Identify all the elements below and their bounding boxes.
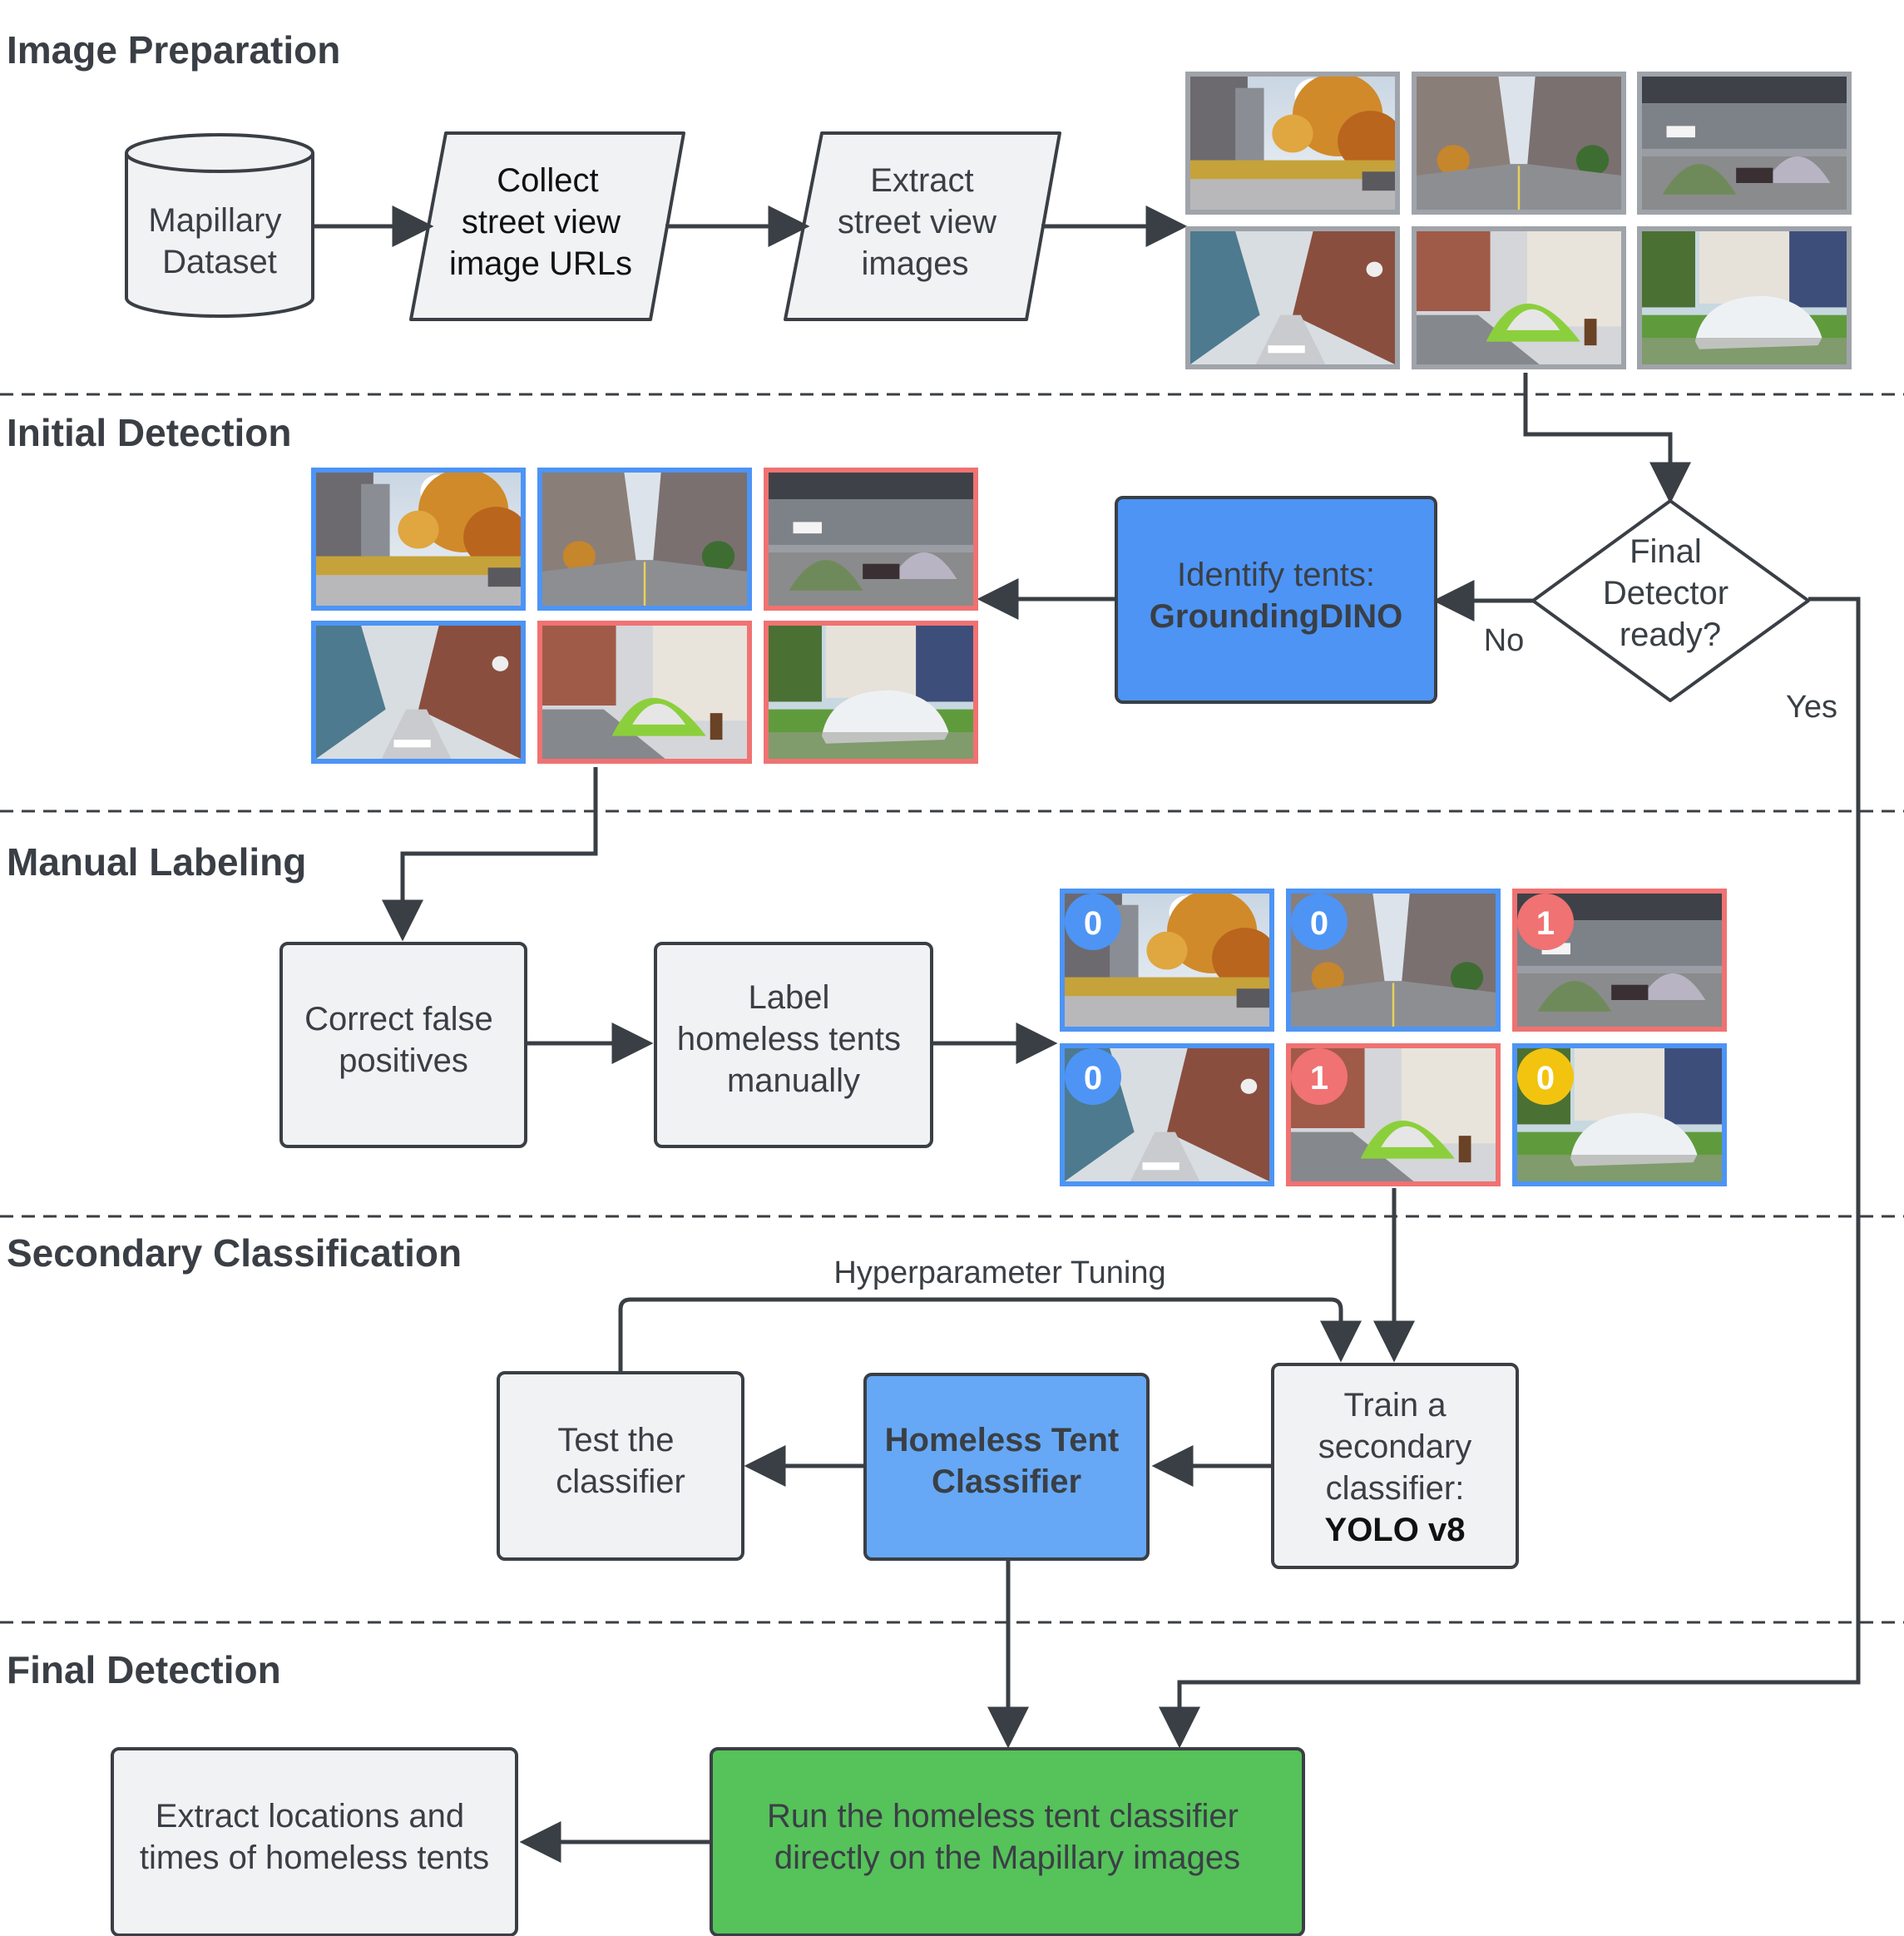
thumbnail-tent-under-overpass — [764, 468, 978, 611]
run-label-line: Run the homeless tent classifier — [767, 1798, 1239, 1834]
section-title-manual-labeling: Manual Labeling — [7, 840, 306, 884]
svg-text:Test the classifier: Test the classifier — [556, 1422, 685, 1500]
identify-tents-node: Identify tents: GroundingDINO — [1115, 496, 1437, 704]
thumbnail-covered-car — [1637, 226, 1852, 369]
svg-text:1: 1 — [1310, 1060, 1328, 1097]
arrow-images-to-decision — [1523, 373, 1691, 504]
svg-text:Final Detector rea: Final Detector ready? — [1603, 533, 1738, 653]
thumbnail-narrow-alley — [311, 621, 526, 764]
svg-text:Label homeless tents: Label homeless tents manually — [677, 979, 910, 1099]
test-label-line: Test the — [557, 1422, 674, 1458]
thumbnail-tent-under-overpass — [1637, 72, 1852, 215]
label-manual-line: homeless tents — [677, 1021, 901, 1057]
thumbnail-green-tent-sidewalk — [537, 621, 752, 764]
edge-label-yes: Yes — [1786, 690, 1837, 725]
thumbnail-autumn-street: 0 — [1060, 889, 1274, 1032]
section-title-initial-detection: Initial Detection — [7, 411, 291, 454]
decision-label-line: ready? — [1620, 616, 1721, 653]
label-manual-line: Label — [749, 979, 830, 1016]
edge-label-no: No — [1484, 623, 1525, 658]
label-manually-node: Label homeless tents manually — [654, 942, 933, 1148]
thumbnail-narrow-alley — [1185, 226, 1400, 369]
extract-images-label-line: street view — [838, 204, 997, 240]
correct-label-line: positives — [339, 1042, 468, 1079]
thumbnail-autumn-street — [311, 468, 526, 611]
arrow-hyperparameter-tuning — [618, 1297, 1362, 1371]
svg-text:0: 0 — [1084, 1060, 1102, 1097]
extract-images-node: Extract street view images — [784, 131, 1061, 321]
collect-label-line: image URLs — [449, 245, 632, 282]
final-detector-decision: Final Detector ready? — [1531, 499, 1810, 702]
label-badge: 1 — [1291, 1048, 1348, 1105]
classifier-label-line: Classifier — [932, 1463, 1081, 1500]
svg-text:Extract locations and ti: Extract locations and times of homeless … — [140, 1798, 489, 1876]
train-label-line: classifier: — [1326, 1470, 1465, 1507]
train-label-line-bold: YOLO v8 — [1325, 1512, 1466, 1548]
label-badge: 0 — [1517, 1048, 1574, 1105]
svg-text:Mapillary Dataset: Mapillary Dataset — [148, 202, 290, 280]
thumbnail-covered-car — [764, 621, 978, 764]
thumbnail-empty-avenue: 0 — [1286, 889, 1501, 1032]
run-label-line: directly on the Mapillary images — [774, 1839, 1240, 1876]
edge-label-tuning: Hyperparameter Tuning — [833, 1255, 1165, 1290]
section-title-secondary-classification: Secondary Classification — [7, 1231, 462, 1275]
thumbnail-tent-under-overpass: 1 — [1512, 889, 1727, 1032]
mapillary-label-line: Dataset — [162, 244, 277, 280]
arrow-yes — [1159, 597, 1861, 1749]
svg-text:Homeless Tent Classifier: Homeless Tent Classifier — [885, 1422, 1129, 1500]
thumbnail-empty-avenue — [537, 468, 752, 611]
svg-text:Correct false positives: Correct false positives — [304, 1001, 502, 1079]
label-badge: 1 — [1517, 894, 1574, 950]
detection-results-grid — [311, 468, 978, 764]
decision-label-line: Final — [1630, 533, 1702, 570]
identify-label-line-bold: GroundingDINO — [1150, 598, 1402, 635]
identify-label-line: Identify tents: — [1177, 557, 1375, 593]
extract-locations-node: Extract locations and times of homeless … — [111, 1747, 518, 1936]
thumbnail-green-tent-sidewalk: 1 — [1286, 1043, 1501, 1186]
svg-text:Collect street view: Collect street view image URLs — [449, 162, 632, 282]
label-manual-line: manually — [727, 1062, 860, 1099]
thumbnail-empty-avenue — [1412, 72, 1626, 215]
label-badge: 0 — [1065, 894, 1121, 950]
label-badge: 0 — [1065, 1048, 1121, 1105]
test-classifier-node: Test the classifier — [497, 1371, 744, 1561]
classifier-label-line: Homeless Tent — [885, 1422, 1120, 1458]
svg-text:0: 0 — [1536, 1060, 1555, 1097]
svg-text:0: 0 — [1310, 905, 1328, 942]
section-title-image-preparation: Image Preparation — [7, 28, 340, 72]
homeless-tent-classifier-node: Homeless Tent Classifier — [863, 1373, 1150, 1561]
thumbnail-green-tent-sidewalk — [1412, 226, 1626, 369]
run-classifier-node: Run the homeless tent classifier directl… — [710, 1747, 1305, 1936]
extracted-images-grid — [1185, 72, 1852, 369]
thumbnail-narrow-alley: 0 — [1060, 1043, 1274, 1186]
collect-urls-node: Collect street view image URLs — [409, 131, 685, 321]
correct-label-line: Correct false — [304, 1001, 493, 1037]
extract-locations-label-line: times of homeless tents — [140, 1839, 489, 1876]
label-badge: 0 — [1291, 894, 1348, 950]
svg-text:Run the homeless tent classifi: Run the homeless tent classifier directl… — [767, 1798, 1248, 1876]
extract-locations-label-line: Extract locations and — [156, 1798, 464, 1834]
train-label-line: Train a — [1343, 1387, 1447, 1424]
svg-text:1: 1 — [1536, 905, 1555, 942]
svg-text:Extract street view: Extract street view images — [838, 162, 1006, 282]
extract-images-label-line: Extract — [870, 162, 973, 199]
extract-images-label-line: images — [862, 245, 969, 282]
mapillary-dataset-node: Mapillary Dataset — [125, 133, 314, 318]
collect-label-line: street view — [462, 204, 621, 240]
labeled-images-grid: 0 0 1 0 1 0 — [1060, 889, 1727, 1186]
mapillary-label-line: Mapillary — [148, 202, 281, 239]
train-classifier-node: Train a secondary classifier: YOLO v8 — [1271, 1363, 1519, 1569]
section-title-final-detection: Final Detection — [7, 1648, 281, 1691]
decision-label-line: Detector — [1603, 575, 1728, 611]
test-label-line: classifier — [556, 1463, 685, 1500]
thumbnail-covered-car: 0 — [1512, 1043, 1727, 1186]
correct-false-positives-node: Correct false positives — [279, 942, 527, 1148]
train-label-line: secondary — [1318, 1428, 1472, 1465]
collect-label-line: Collect — [497, 162, 598, 199]
thumbnail-autumn-street — [1185, 72, 1400, 215]
svg-text:0: 0 — [1084, 905, 1102, 942]
arrow-detections-to-correct — [382, 767, 598, 942]
